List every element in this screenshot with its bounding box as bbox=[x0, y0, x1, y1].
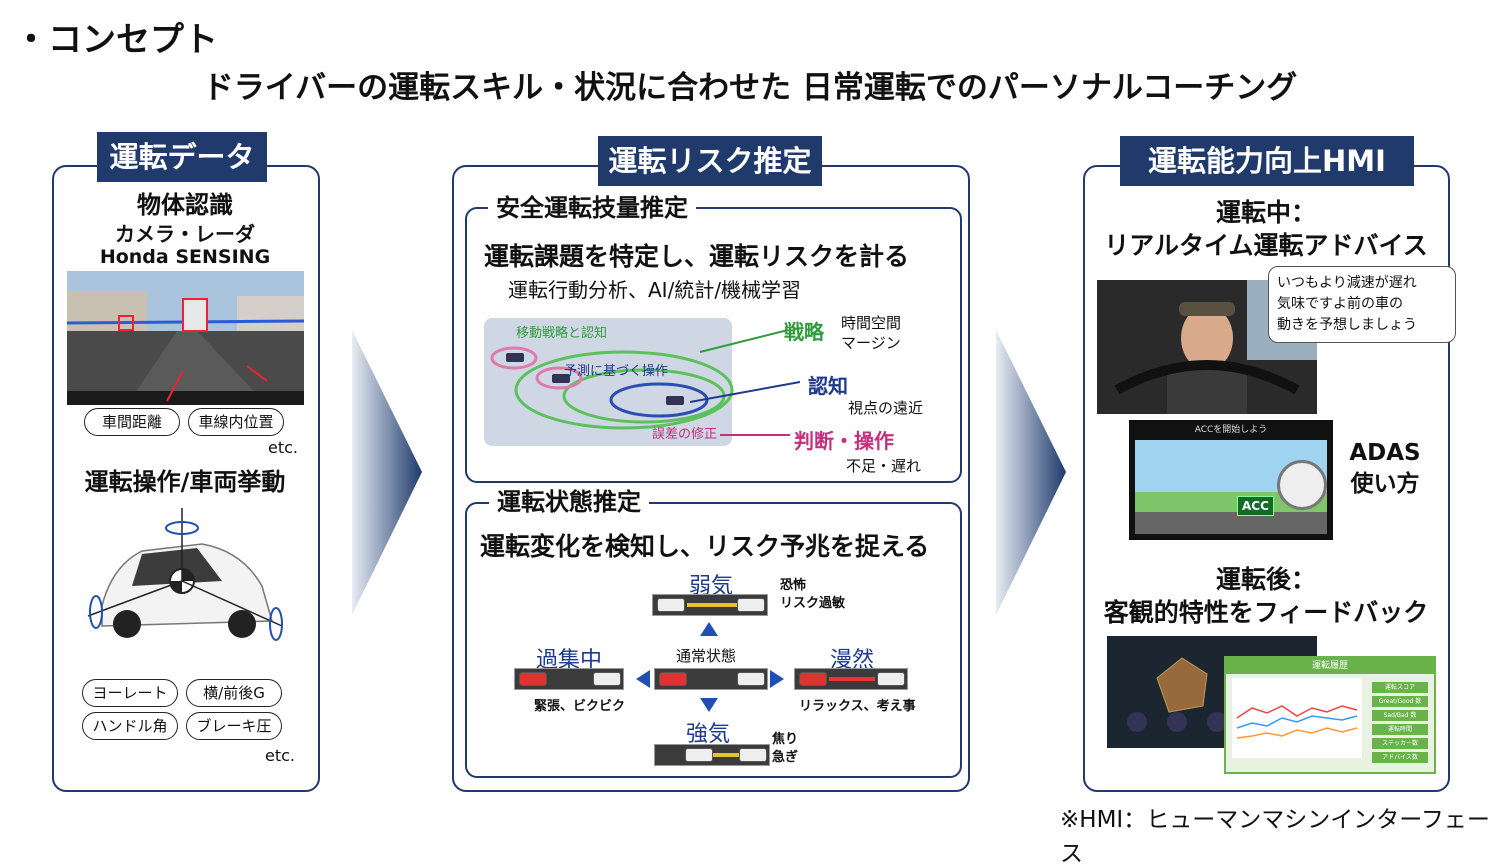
hmi-title: 運転能力向上HMI bbox=[1120, 136, 1414, 186]
yaw-rate-pill: ヨーレート bbox=[82, 679, 178, 707]
driving-state-headline: 運転変化を検知し、リスク予兆を捉える bbox=[480, 532, 930, 561]
during-driving-title: 運転中： bbox=[1215, 198, 1316, 227]
safe-driving-section bbox=[465, 207, 962, 483]
legend-pointers bbox=[690, 329, 800, 436]
acc-screen: ACCを開始しよう ACC bbox=[1129, 420, 1333, 540]
lane-over-focus bbox=[514, 668, 624, 690]
legend-cognition-detail: 視点の遠近 bbox=[848, 399, 924, 417]
state-strong-detail: 焦り 急ぎ bbox=[772, 732, 799, 765]
arrow-left bbox=[636, 670, 650, 688]
history-btn-sticker[interactable]: ステッカー数 bbox=[1372, 738, 1428, 749]
after-driving-title: 運転後： bbox=[1215, 565, 1316, 594]
steering-angle-pill: ハンドル角 bbox=[82, 712, 178, 740]
acc-badge: ACC bbox=[1237, 496, 1274, 516]
error-correction-label: 誤差の修正 bbox=[652, 427, 718, 442]
history-btn-advice[interactable]: アドバイス数 bbox=[1372, 752, 1428, 763]
state-normal: 通常状態 bbox=[676, 647, 737, 665]
lane-position-pill: 車線内位置 bbox=[188, 408, 284, 436]
lane-absent bbox=[794, 668, 908, 690]
driving-data-title: 運転データ bbox=[97, 132, 267, 182]
history-btn-great[interactable]: Great/Good 数 bbox=[1372, 696, 1428, 707]
history-title: 運転履歴 bbox=[1226, 658, 1434, 674]
movement-strategy-label: 移動戦略と認知 bbox=[516, 326, 608, 341]
acc-screen-title: ACCを開始しよう bbox=[1194, 425, 1268, 435]
state-strong: 強気 bbox=[686, 722, 731, 747]
advice-bubble: いつもより減速が遅れ 気味ですよ前の車の 動きを予想しましょう bbox=[1268, 266, 1456, 343]
camera-radar-label: カメラ・レーダ bbox=[115, 222, 255, 246]
legend-judgment: 判断・操作 bbox=[794, 429, 894, 453]
lane-strong bbox=[654, 744, 770, 766]
safe-driving-headline: 運転課題を特定し、運転リスクを計る bbox=[484, 242, 910, 271]
legend-strategy-detail: 時間空間 マージン bbox=[841, 314, 902, 352]
arrow-up bbox=[700, 622, 718, 636]
during-driving-sub: リアルタイム運転アドバイス bbox=[1104, 231, 1428, 260]
operation-behavior-title: 運転操作/車両挙動 bbox=[84, 468, 286, 496]
etc-label-2: etc. bbox=[265, 746, 295, 765]
arrow-down bbox=[700, 698, 718, 712]
vehicle-axes-illustration bbox=[87, 508, 283, 641]
camera-view-image bbox=[67, 271, 304, 405]
safe-driving-sub: 運転行動分析、AI/統計/機械学習 bbox=[508, 278, 802, 302]
state-weak-detail: 恐怖 リスク過敏 bbox=[780, 578, 846, 611]
flow-arrow-1 bbox=[352, 330, 422, 615]
legend-cognition: 認知 bbox=[808, 374, 848, 398]
driving-risk-title: 運転リスク推定 bbox=[598, 136, 822, 186]
legend-judgment-detail: 不足・遅れ bbox=[846, 457, 922, 475]
history-screen: 運転履歴 運転スコア Great/Good 数 Sad/Bad 数 運転時間 ス… bbox=[1224, 656, 1436, 774]
concept-label: ・コンセプト bbox=[14, 20, 218, 60]
honda-sensing-label: Honda SENSING bbox=[99, 246, 271, 268]
object-recognition-label: 物体認識 bbox=[137, 191, 233, 219]
after-driving-sub: 客観的特性をフィードバック bbox=[1103, 598, 1429, 627]
flow-arrow-2 bbox=[996, 330, 1066, 615]
history-btn-score[interactable]: 運転スコア bbox=[1372, 682, 1428, 693]
footnote: ※HMI：ヒューマンマシンインターフェース bbox=[1060, 807, 1490, 867]
history-btn-sad[interactable]: Sad/Bad 数 bbox=[1372, 710, 1428, 721]
safe-driving-title: 安全運転技量推定 bbox=[488, 193, 696, 223]
legend-strategy: 戦略 bbox=[784, 320, 824, 344]
arrow-right bbox=[770, 670, 784, 688]
adas-usage-label: ADAS 使い方 bbox=[1349, 440, 1421, 497]
state-over-focus-detail: 緊張、ビクビク bbox=[534, 699, 626, 714]
following-distance-pill: 車間距離 bbox=[84, 408, 180, 436]
lane-normal bbox=[654, 668, 768, 690]
skill-diagram bbox=[484, 318, 734, 446]
history-btn-time[interactable]: 運転時間 bbox=[1372, 724, 1428, 735]
driving-state-section bbox=[465, 502, 962, 778]
prediction-operation-label: 予測に基づく操作 bbox=[564, 364, 669, 379]
page-subtitle: ドライバーの運転スキル・状況に合わせた 日常運転でのパーソナルコーチング bbox=[202, 70, 1298, 106]
lateral-longitudinal-g-pill: 横/前後G bbox=[186, 679, 282, 707]
driving-state-title: 運転状態推定 bbox=[489, 487, 649, 517]
brake-pressure-pill: ブレーキ圧 bbox=[186, 712, 282, 740]
lane-weak bbox=[652, 594, 768, 616]
state-absent-detail: リラックス、考え事 bbox=[799, 699, 916, 714]
etc-label-1: etc. bbox=[268, 438, 298, 457]
